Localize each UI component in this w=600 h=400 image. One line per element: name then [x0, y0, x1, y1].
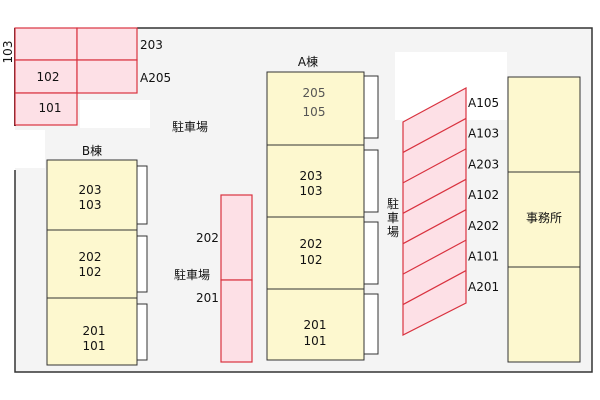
parking-label: 101 — [39, 101, 62, 115]
office: 事務所 — [507, 76, 581, 363]
blank-area — [80, 100, 150, 128]
unit-label: 202 — [79, 250, 102, 264]
parking-area-label: 駐 — [387, 196, 399, 211]
parking-divider — [402, 239, 467, 275]
parking-label: 102 — [37, 70, 60, 84]
unit — [266, 288, 365, 361]
building-title: A棟 — [298, 54, 318, 69]
unit-label: 102 — [300, 253, 323, 267]
parking-area-label: 駐車場 — [172, 119, 208, 134]
parking-divider — [402, 270, 467, 306]
balcony — [136, 235, 148, 293]
parking-label: A203 — [468, 157, 499, 171]
parking-space — [76, 27, 138, 61]
site-boundary — [14, 27, 593, 373]
parking-area-label: 場 — [387, 225, 399, 239]
parking-space — [76, 59, 138, 94]
parking-space — [14, 27, 78, 61]
unit-label: 101 — [304, 334, 327, 348]
unit-label: 203 — [79, 183, 102, 197]
parking-label: 203 — [140, 38, 163, 52]
parking-divider — [402, 178, 467, 214]
office-label: 事務所 — [526, 211, 562, 225]
parking-divider — [402, 148, 467, 184]
unit — [266, 216, 365, 290]
parking-label: 202 — [196, 231, 219, 245]
balcony — [136, 303, 148, 361]
parking-label: A105 — [468, 96, 499, 110]
unit-label: 103 — [300, 184, 323, 198]
balcony — [363, 221, 379, 285]
parking-space — [220, 279, 253, 363]
parking-space — [14, 92, 78, 126]
b-building: B棟 203 103 202 102 201 101 — [46, 143, 148, 366]
parking-divider — [402, 117, 467, 153]
unit-label: 202 — [300, 237, 323, 251]
unit — [46, 297, 138, 366]
unit — [46, 229, 138, 299]
parking-space — [220, 194, 253, 281]
parking-label: 103 — [1, 41, 15, 64]
blank-area — [5, 130, 45, 168]
a-building: A棟 205 105 203 103 202 102 201 101 — [266, 54, 379, 361]
parking-divider — [402, 209, 467, 245]
parking-label: 201 — [196, 291, 219, 305]
office-section — [507, 76, 581, 173]
unit — [266, 71, 365, 146]
top-left-parking: 103 102 101 203 A205 — [1, 27, 171, 126]
office-section — [507, 266, 581, 363]
balcony — [363, 293, 379, 355]
balcony — [363, 75, 379, 139]
unit — [266, 144, 365, 218]
balcony — [363, 149, 379, 213]
parking-label: A201 — [468, 280, 499, 294]
unit-label: 105 — [303, 105, 326, 119]
unit-label: 203 — [300, 169, 323, 183]
unit-label: 101 — [83, 339, 106, 353]
unit-label: 103 — [79, 198, 102, 212]
office-section — [507, 171, 581, 268]
unit-label: 102 — [79, 265, 102, 279]
parking-area-label: 車 — [387, 211, 399, 225]
unit — [46, 159, 138, 231]
parking-label: A103 — [468, 127, 499, 141]
building-title: B棟 — [82, 143, 102, 158]
unit-label: 201 — [83, 324, 106, 338]
middle-parking: 202 駐車場 201 — [174, 194, 253, 363]
parking-label: A205 — [140, 71, 171, 85]
parking-area — [402, 86, 467, 336]
unit-label: 201 — [304, 318, 327, 332]
balcony — [136, 165, 148, 225]
unit-label: 205 — [303, 86, 326, 100]
parking-label: A102 — [468, 188, 499, 202]
parking-area-label: 駐車場 — [174, 267, 210, 282]
parking-label: A101 — [468, 250, 499, 264]
parking-label: A202 — [468, 219, 499, 233]
